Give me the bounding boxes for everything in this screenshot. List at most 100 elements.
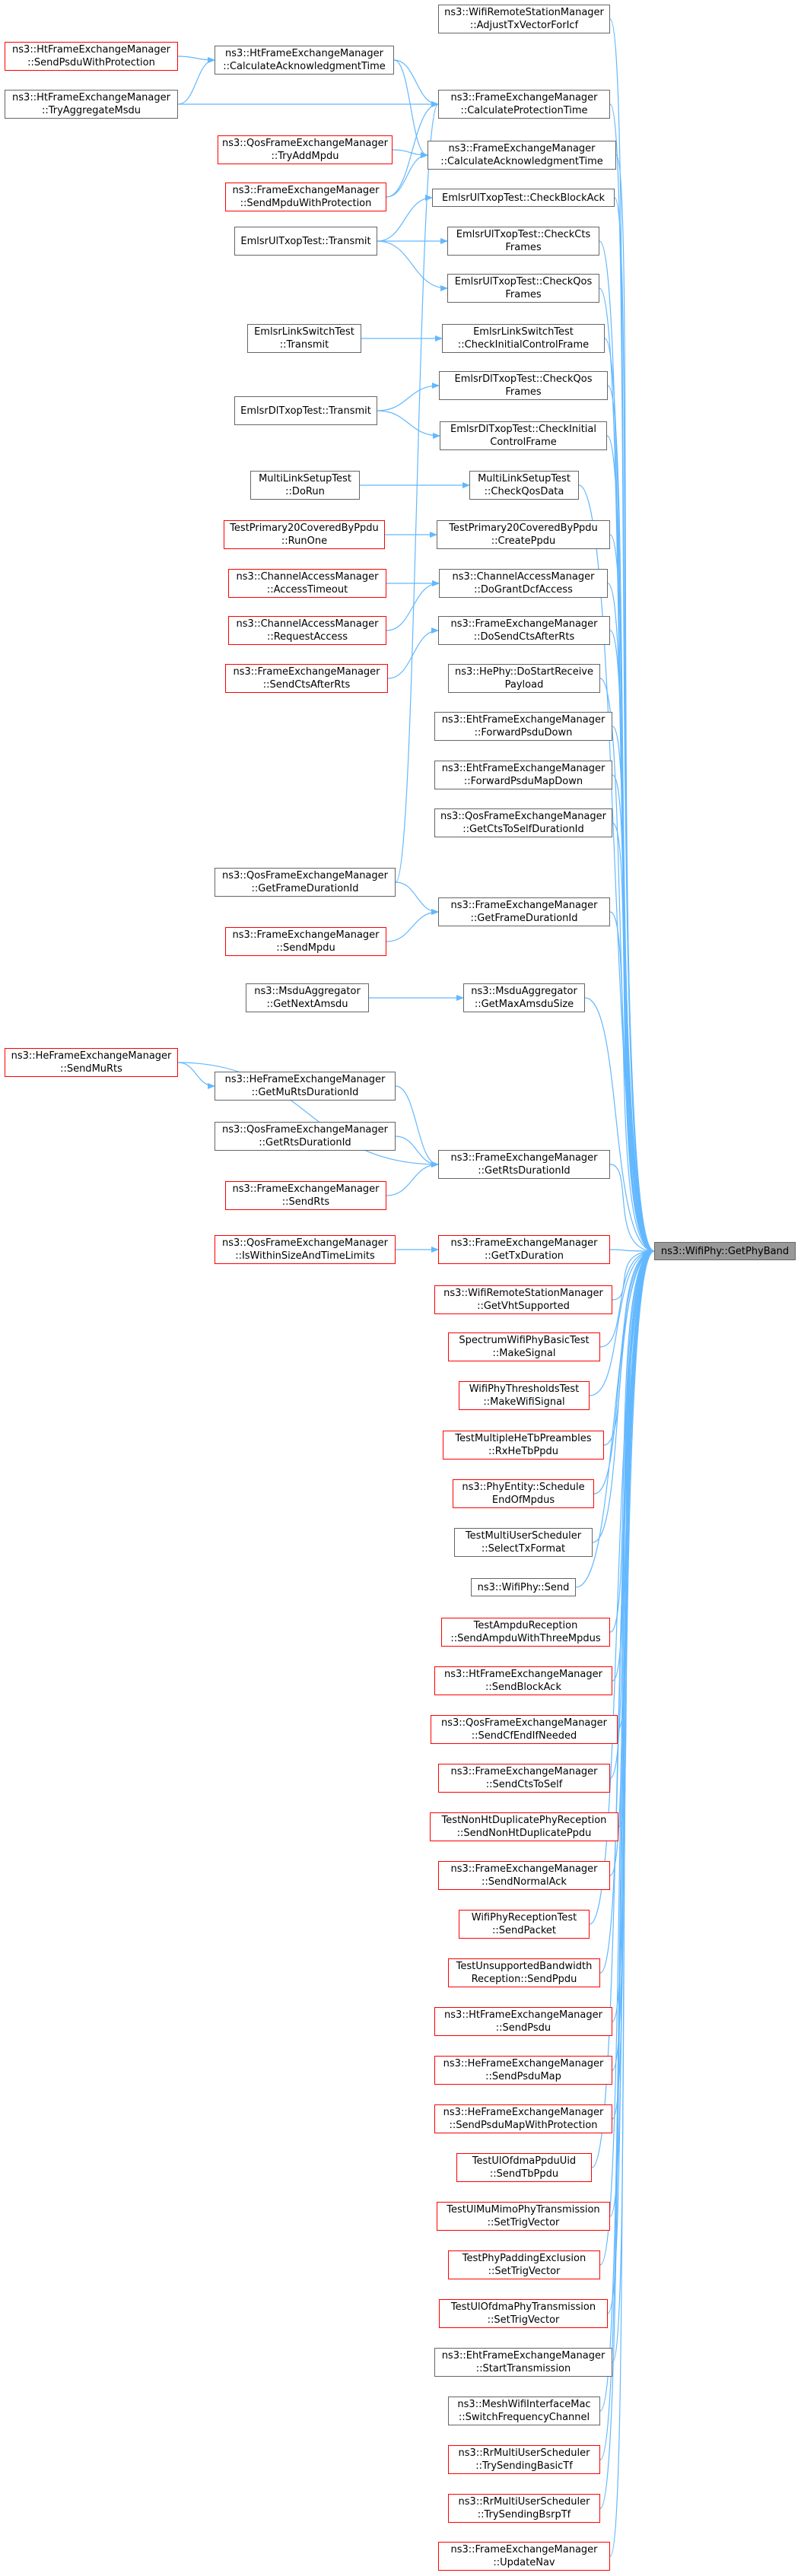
function-node-l4[interactable]: EmlsrUlTxopTest::Transmit xyxy=(234,227,377,256)
function-name-line: ::SendRts xyxy=(281,1196,330,1208)
function-name-line: ::CheckQosData xyxy=(484,486,564,497)
function-node-m41[interactable]: TestUlMuMimoPhyTransmission::SetTrigVect… xyxy=(437,2202,610,2231)
function-node-m32[interactable]: ns3::FrameExchangeManager::SendCtsToSelf xyxy=(438,1764,610,1793)
function-node-m20[interactable]: ns3::FrameExchangeManager::GetRtsDuratio… xyxy=(438,1150,610,1179)
function-node-m48[interactable]: ns3::FrameExchangeManager::UpdateNav xyxy=(438,2542,610,2571)
function-node-l15[interactable]: ns3::HeFrameExchangeManager::GetMuRtsDur… xyxy=(215,1072,396,1101)
function-node-m1[interactable]: ns3::WifiRemoteStationManager::AdjustTxV… xyxy=(438,5,610,33)
function-node-l13[interactable]: ns3::FrameExchangeManager::SendMpdu xyxy=(225,927,386,956)
function-node-m17[interactable]: ns3::QosFrameExchangeManager::GetCtsToSe… xyxy=(434,808,612,837)
function-name-line: ns3::QosFrameExchangeManager xyxy=(440,811,606,822)
edge-f2-to-l1 xyxy=(177,57,215,105)
function-name-line: ns3::HeFrameExchangeManager xyxy=(11,1050,172,1062)
function-node-m2[interactable]: ns3::FrameExchangeManager::CalculateProt… xyxy=(438,90,610,119)
function-node-l3[interactable]: ns3::FrameExchangeManager::SendMpduWithP… xyxy=(225,183,386,211)
function-name-line: Payload xyxy=(504,679,544,691)
function-node-l18[interactable]: ns3::QosFrameExchangeManager::IsWithinSi… xyxy=(215,1235,396,1264)
function-node-l16[interactable]: ns3::QosFrameExchangeManager::GetRtsDura… xyxy=(215,1122,396,1151)
function-name-line: ::SendBlockAck xyxy=(485,1682,561,1693)
edge-m24-to-target xyxy=(589,1248,655,1396)
function-node-m44[interactable]: ns3::EhtFrameExchangeManager::StartTrans… xyxy=(434,2348,612,2377)
function-node-m7[interactable]: EmlsrLinkSwitchTest::CheckInitialControl… xyxy=(442,324,605,353)
function-node-l5[interactable]: EmlsrLinkSwitchTest::Transmit xyxy=(247,324,361,353)
function-name-line: ::SendNormalAck xyxy=(482,1876,567,1888)
function-node-l17[interactable]: ns3::FrameExchangeManager::SendRts xyxy=(225,1181,386,1210)
function-node-f3[interactable]: ns3::HeFrameExchangeManager::SendMuRts xyxy=(5,1048,178,1077)
function-node-m10[interactable]: MultiLinkSetupTest::CheckQosData xyxy=(469,471,579,500)
function-node-m34[interactable]: ns3::FrameExchangeManager::SendNormalAck xyxy=(438,1861,610,1890)
function-node-f1[interactable]: ns3::HtFrameExchangeManager::SendPsduWit… xyxy=(5,42,178,71)
function-node-l9[interactable]: ns3::ChannelAccessManager::AccessTimeout xyxy=(228,569,386,598)
function-node-m11[interactable]: TestPrimary20CoveredByPpdu::CreatePpdu xyxy=(437,520,610,549)
function-node-m38[interactable]: ns3::HeFrameExchangeManager::SendPsduMap xyxy=(434,2056,612,2085)
function-node-m37[interactable]: ns3::HtFrameExchangeManager::SendPsdu xyxy=(434,2007,612,2036)
function-node-m35[interactable]: WifiPhyReceptionTest::SendPacket xyxy=(459,1910,590,1939)
function-name-line: ns3::QosFrameExchangeManager xyxy=(221,870,388,881)
function-node-m39[interactable]: ns3::HeFrameExchangeManager::SendPsduMap… xyxy=(434,2104,612,2133)
function-node-m29[interactable]: TestAmpduReception::SendAmpduWithThreeMp… xyxy=(441,1618,610,1647)
function-name-line: MultiLinkSetupTest xyxy=(478,473,571,484)
function-name-line: ::GetMaxAmsduSize xyxy=(474,999,574,1010)
function-name-line: ::SetTrigVector xyxy=(487,2314,560,2326)
function-node-l14[interactable]: ns3::MsduAggregator::GetNextAmsdu xyxy=(246,983,369,1012)
function-node-m12[interactable]: ns3::ChannelAccessManager::DoGrantDcfAcc… xyxy=(439,569,608,598)
function-node-m23[interactable]: SpectrumWifiPhyBasicTest::MakeSignal xyxy=(448,1332,600,1361)
function-node-m43[interactable]: TestUlOfdmaPhyTransmission::SetTrigVecto… xyxy=(439,2299,608,2328)
function-node-m24[interactable]: WifiPhyThresholdsTest::MakeWifiSignal xyxy=(459,1381,590,1410)
function-node-m27[interactable]: TestMultiUserScheduler::SelectTxFormat xyxy=(454,1528,593,1557)
function-node-m33[interactable]: TestNonHtDuplicatePhyReception::SendNonH… xyxy=(430,1812,618,1841)
function-name-line: TestUlOfdmaPpduUid xyxy=(472,2155,577,2167)
edge-l1-to-m3 xyxy=(393,59,428,158)
function-name-line: EmlsrLinkSwitchTest xyxy=(473,326,574,338)
function-node-m45[interactable]: ns3::MeshWifiInterfaceMac::SwitchFrequen… xyxy=(448,2397,600,2425)
function-node-m31[interactable]: ns3::QosFrameExchangeManager::SendCfEndI… xyxy=(431,1715,618,1744)
edge-l10-to-m12 xyxy=(386,580,440,631)
function-name-line: ::SendPacket xyxy=(491,1925,557,1936)
function-node-l10[interactable]: ns3::ChannelAccessManager::RequestAccess xyxy=(228,616,386,645)
function-node-m3[interactable]: ns3::FrameExchangeManager::CalculateAckn… xyxy=(428,141,616,170)
function-name-line: ::RequestAccess xyxy=(266,631,348,643)
function-node-m13[interactable]: ns3::FrameExchangeManager::DoSendCtsAfte… xyxy=(438,616,610,645)
function-node-l6[interactable]: EmlsrDlTxopTest::Transmit xyxy=(234,396,377,425)
function-name-line: ns3::MsduAggregator xyxy=(471,986,577,997)
function-node-f2[interactable]: ns3::HtFrameExchangeManager::TryAggregat… xyxy=(5,90,178,119)
function-node-l7[interactable]: MultiLinkSetupTest::DoRun xyxy=(250,471,360,500)
function-name-line: ::TryAddMpdu xyxy=(271,151,339,162)
function-node-m42[interactable]: TestPhyPaddingExclusion::SetTrigVector xyxy=(448,2250,600,2279)
function-name-line: ns3::ChannelAccessManager xyxy=(236,618,379,630)
edge-m17-to-target xyxy=(612,822,655,1254)
function-node-m40[interactable]: TestUlOfdmaPpduUid::SendTbPpdu xyxy=(456,2153,592,2182)
function-node-l12[interactable]: ns3::QosFrameExchangeManager::GetFrameDu… xyxy=(215,868,396,897)
function-node-l1[interactable]: ns3::HtFrameExchangeManager::CalculateAc… xyxy=(215,46,394,75)
function-name-line: ns3::HtFrameExchangeManager xyxy=(225,48,383,59)
function-node-m46[interactable]: ns3::RrMultiUserScheduler::TrySendingBas… xyxy=(448,2445,600,2474)
function-node-m22[interactable]: ns3::WifiRemoteStationManager::GetVhtSup… xyxy=(434,1285,612,1314)
function-node-m16[interactable]: ns3::EhtFrameExchangeManager::ForwardPsd… xyxy=(434,761,612,789)
function-node-l2[interactable]: ns3::QosFrameExchangeManager::TryAddMpdu xyxy=(218,135,393,164)
edge-m27-to-target xyxy=(592,1248,655,1543)
function-node-m47[interactable]: ns3::RrMultiUserScheduler::TrySendingBsr… xyxy=(448,2494,600,2523)
function-node-l11[interactable]: ns3::FrameExchangeManager::SendCtsAfterR… xyxy=(225,664,388,693)
function-node-m28[interactable]: ns3::WifiPhy::Send xyxy=(471,1578,576,1596)
edge-l15-to-m20 xyxy=(395,1085,439,1167)
function-node-m21[interactable]: ns3::FrameExchangeManager::GetTxDuration xyxy=(438,1235,610,1264)
function-node-m19[interactable]: ns3::MsduAggregator::GetMaxAmsduSize xyxy=(463,983,585,1012)
function-node-m4[interactable]: EmlsrUlTxopTest::CheckBlockAck xyxy=(432,189,615,207)
function-node-m30[interactable]: ns3::HtFrameExchangeManager::SendBlockAc… xyxy=(434,1666,612,1695)
function-node-m15[interactable]: ns3::EhtFrameExchangeManager::ForwardPsd… xyxy=(434,712,612,741)
function-node-m25[interactable]: TestMultipleHeTbPreambles::RxHeTbPpdu xyxy=(443,1431,604,1460)
function-name-line: Frames xyxy=(505,386,542,398)
function-name-line: ns3::MeshWifiInterfaceMac xyxy=(457,2399,591,2410)
function-name-line: TestUlOfdmaPhyTransmission xyxy=(450,2301,596,2313)
function-node-m18[interactable]: ns3::FrameExchangeManager::GetFrameDurat… xyxy=(438,897,610,926)
function-name-line: ::TrySendingBsrpTf xyxy=(477,2509,571,2520)
function-node-l8[interactable]: TestPrimary20CoveredByPpdu::RunOne xyxy=(224,520,385,549)
edge-l11-to-m13 xyxy=(387,627,439,679)
